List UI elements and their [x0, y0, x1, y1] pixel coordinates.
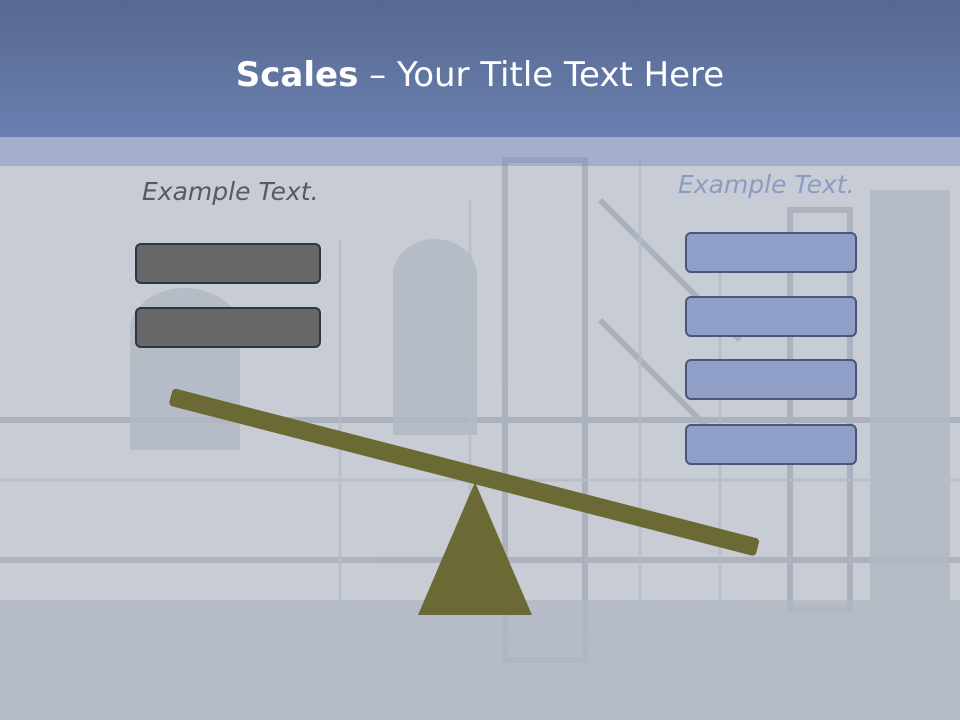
left-pan-label: Example Text.	[142, 177, 319, 206]
left-weight-box-1	[135, 243, 321, 284]
title-strip	[0, 137, 960, 166]
scale-fulcrum	[418, 482, 532, 615]
right-weight-box-4	[685, 424, 857, 465]
title-bold-text: Scales	[235, 55, 359, 95]
right-weight-box-1	[685, 232, 857, 273]
right-weight-box-2	[685, 296, 857, 337]
right-weight-box-3	[685, 359, 857, 400]
title-bar	[0, 0, 960, 137]
slide-title: Scales – Your Title Text Here	[0, 52, 960, 98]
right-pan-label: Example Text.	[678, 170, 855, 199]
title-rest-text: – Your Title Text Here	[358, 55, 725, 95]
left-weight-box-2	[135, 307, 321, 348]
